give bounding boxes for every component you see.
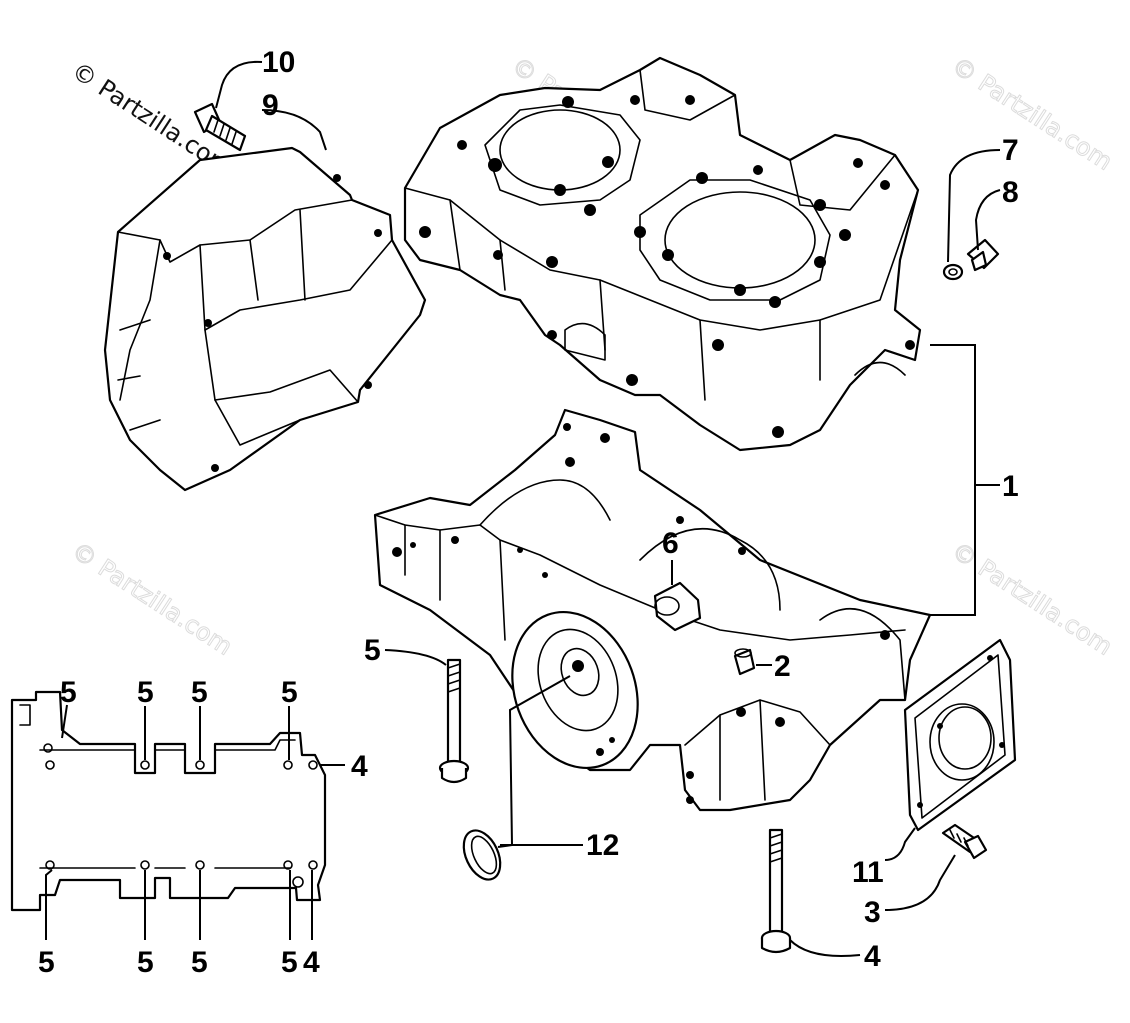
gasket-callout-5: 5 — [281, 946, 298, 979]
watermark-faint: © Partzilla.com — [67, 537, 238, 661]
watermark-faint: © Partzilla.com — [947, 52, 1118, 176]
gasket-callout-5: 5 — [137, 946, 154, 979]
callout-6: 6 — [662, 527, 679, 560]
gasket-callout-5: 5 — [191, 676, 208, 709]
callout-8: 8 — [1002, 176, 1019, 209]
callout-1: 1 — [1002, 470, 1019, 503]
gasket-callout-5: 5 — [281, 676, 298, 709]
callout-7: 7 — [1002, 134, 1019, 167]
long-bolt-5 — [438, 658, 470, 784]
bolt-10 — [193, 102, 247, 152]
gasket-callout-4: 4 — [303, 946, 320, 979]
gasket-callout-5: 5 — [38, 946, 55, 979]
callout-11: 11 — [852, 856, 884, 889]
gasket-callout-4: 4 — [351, 750, 368, 783]
leader-lines — [45, 60, 1001, 957]
flywheel-housing-9 — [103, 146, 427, 492]
callout-5: 5 — [364, 634, 381, 667]
callout-10: 10 — [262, 46, 295, 79]
callout-2: 2 — [774, 650, 791, 683]
callout-4: 4 — [864, 940, 881, 973]
upper-crankcase — [403, 56, 922, 452]
gasket-plate-11 — [903, 638, 1017, 832]
gasket-callout-5: 5 — [191, 946, 208, 979]
long-bolt-4 — [760, 828, 792, 954]
callout-3: 3 — [864, 896, 881, 929]
washer-7-bolt-8 — [942, 238, 1000, 281]
callout-9: 9 — [262, 89, 279, 122]
watermark-faint: © Partzilla.com — [947, 537, 1118, 661]
callout-12: 12 — [586, 829, 619, 862]
bolt-pattern-diagram — [10, 690, 327, 912]
lower-crankcase — [373, 408, 932, 812]
gasket-callout-5: 5 — [60, 676, 77, 709]
snap-ring-12 — [462, 829, 502, 881]
bolt-3 — [941, 823, 988, 860]
gasket-callout-5: 5 — [137, 676, 154, 709]
